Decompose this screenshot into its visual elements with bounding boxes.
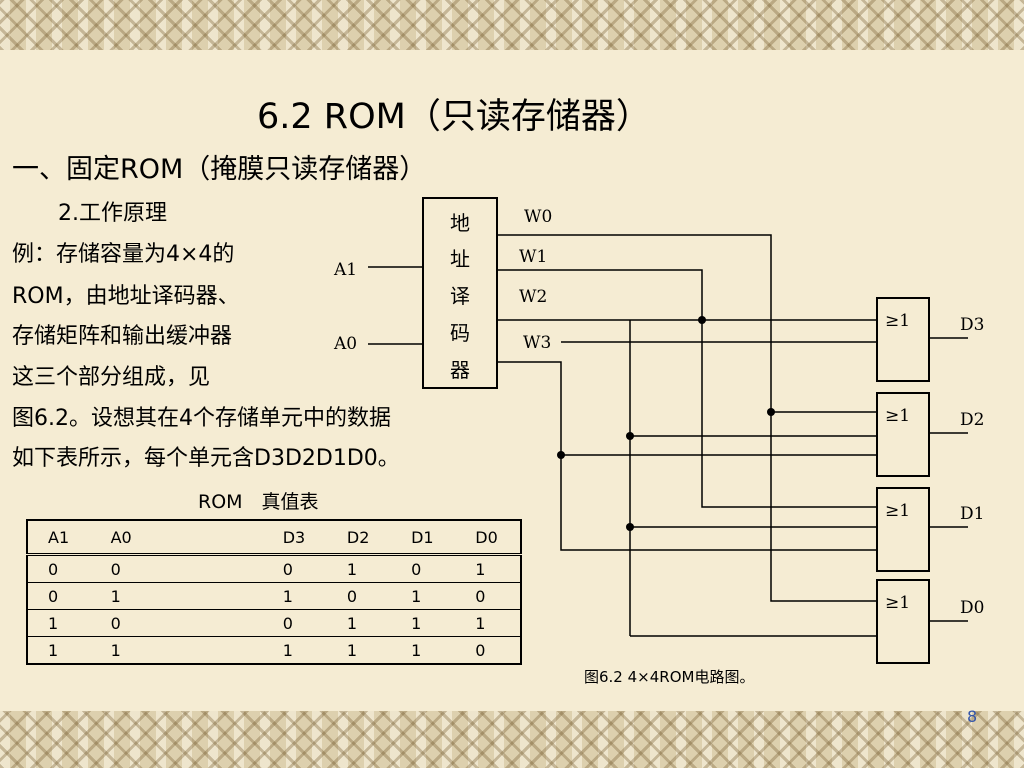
table-cell: 1 [455,554,521,583]
subheading: 2.工作原理 [58,201,167,226]
column-spacer [152,636,263,664]
output-label-d3: D3 [960,315,984,335]
table-cell: 0 [455,582,521,610]
paragraph-line: ROM，由地址译码器、 [12,284,240,309]
decoder-label-char: 译 [450,284,470,308]
table-cell: 1 [262,636,327,664]
input-label-a0: A0 [333,334,357,354]
decoder-label: 地 址 译 码 器 [450,211,470,382]
table-cell: 1 [262,582,327,610]
paragraph-line: 这三个部分组成，见 [12,365,211,390]
circuit-labels: A1 A0 W0 W1 W2 W3 ≥1 ≥1 ≥1 ≥1 D3 D2 D1 D… [333,207,984,618]
column-header: D0 [455,520,521,556]
circuit-wires [368,197,968,664]
junction-dot [626,432,634,440]
column-header: A0 [90,520,153,556]
table-cell: 1 [326,554,392,583]
table-cell: 1 [391,582,456,610]
column-header: D3 [262,520,327,556]
table-row: 0 0 0 1 0 1 [27,554,521,583]
table-cell: 0 [90,554,153,583]
paragraph-line: 图6.2。设想其在4个存储单元中的数据 [12,406,391,431]
table-row: 1 1 1 1 1 0 [27,636,521,664]
section-heading: 一、固定ROM（掩膜只读存储器） [12,154,427,185]
table-header-row: A1 A0 D3 D2 D1 D0 [27,520,521,556]
column-header: A1 [27,520,91,556]
gate-label: ≥1 [885,311,910,331]
table-row: 0 1 1 0 1 0 [27,582,521,610]
junction-dots [557,316,775,531]
word-line-label-w0: W0 [524,207,552,227]
address-decoder-box [422,197,498,389]
input-label-a1: A1 [333,260,357,280]
figure-caption: 图6.2 4×4ROM电路图。 [584,668,755,686]
gate-label: ≥1 [885,501,910,521]
table-cell: 1 [391,609,456,637]
or-gate-d1 [876,487,930,572]
table-cell: 1 [27,636,91,664]
column-header: D2 [326,520,392,556]
table-cell: 0 [262,554,327,583]
column-header: D1 [391,520,456,556]
column-spacer [152,582,263,610]
column-spacer [152,554,263,583]
gate-label: ≥1 [885,593,910,613]
table-cell: 0 [262,609,327,637]
word-line-w3 [497,361,877,551]
word-line-w0 [497,234,877,602]
word-line-label-w2: W2 [519,287,547,307]
table-cell: 0 [326,582,392,610]
paragraph-line: 如下表所示，每个单元含D3D2D1D0。 [12,446,400,471]
decorative-bottom-band [0,711,1024,768]
table-cell: 1 [455,609,521,637]
output-label-d2: D2 [960,410,984,430]
decoder-label-char: 器 [450,358,470,382]
column-spacer [152,609,263,637]
paragraph-line: 存储矩阵和输出缓冲器 [12,324,233,349]
or-gate-d2 [876,392,930,477]
junction-dot [698,316,706,324]
word-line-label-w3: W3 [523,333,551,353]
truth-table: A1 A0 D3 D2 D1 D0 0 0 0 1 0 1 0 1 1 0 1 … [26,519,522,665]
table-cell: 1 [391,636,456,664]
table-cell: 0 [455,636,521,664]
column-spacer [152,520,263,556]
table-cell: 1 [326,609,392,637]
table-cell: 0 [27,554,91,583]
slide-title: 6.2 ROM（只读存储器） [257,97,651,137]
table-caption: ROM 真值表 [198,491,319,513]
page-number: 8 [967,707,978,726]
output-label-d0: D0 [960,598,984,618]
decoder-label-char: 址 [450,247,470,271]
word-line-label-w1: W1 [519,247,547,267]
word-line-w1 [497,269,877,508]
table-cell: 0 [391,554,456,583]
table-cell: 1 [90,636,153,664]
decoder-label-char: 码 [450,321,470,345]
table-cell: 1 [90,582,153,610]
table-cell: 0 [90,609,153,637]
table-cell: 1 [27,609,91,637]
table-cell: 1 [326,636,392,664]
or-gate-d3 [876,297,930,382]
decorative-top-band [0,0,1024,50]
table-row: 1 0 0 1 1 1 [27,609,521,637]
gate-label: ≥1 [885,406,910,426]
decoder-label-char: 地 [450,211,470,235]
paragraph-line: 例：存储容量为4×4的 [12,242,235,267]
junction-dot [767,408,775,416]
junction-dot [557,451,565,459]
output-label-d1: D1 [960,504,984,524]
junction-dot [626,523,634,531]
table-cell: 0 [27,582,91,610]
